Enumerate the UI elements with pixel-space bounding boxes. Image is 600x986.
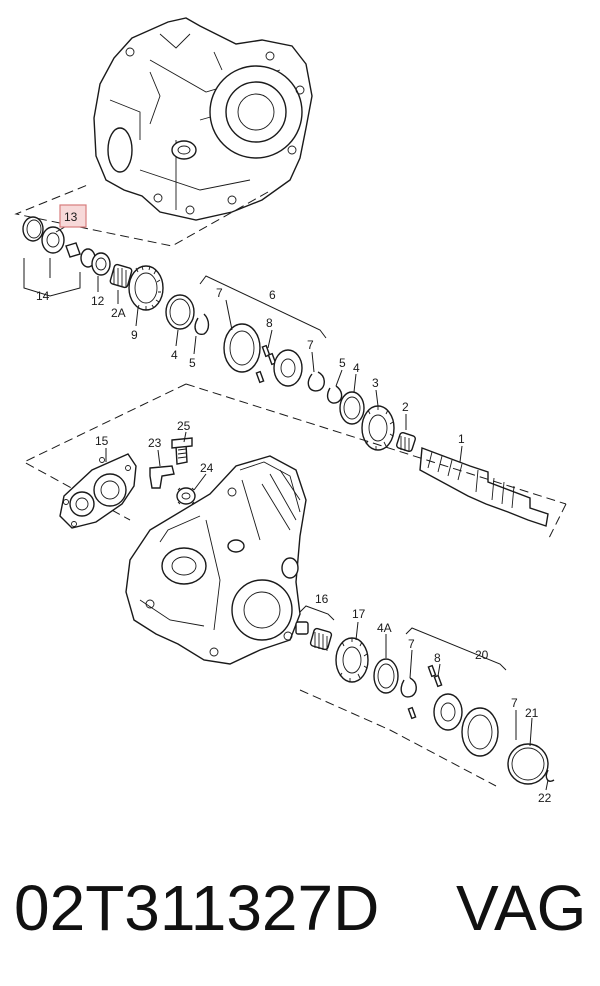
callout-4A: 4A <box>377 621 392 635</box>
leader-lines <box>49 223 549 791</box>
callout-13: 13 <box>64 210 78 224</box>
callout-7-mid: 7 <box>307 338 314 352</box>
callout-8-upper: 8 <box>266 316 273 330</box>
callout-8-lower: 8 <box>434 651 441 665</box>
callout-6: 6 <box>269 288 276 302</box>
callout-20: 20 <box>475 648 489 662</box>
selector-parts <box>149 437 196 505</box>
callout-4-mid: 4 <box>353 361 360 375</box>
lower-shaft-assembly <box>295 621 555 785</box>
brand-name: VAG <box>456 872 587 944</box>
upper-gearbox-housing <box>93 17 313 221</box>
upper-shaft-assembly <box>22 216 549 527</box>
callout-21: 21 <box>525 706 539 720</box>
callout-15: 15 <box>95 434 109 448</box>
callout-5-upper: 5 <box>189 356 196 370</box>
dashed-boundary-lower <box>547 503 567 541</box>
dashed-boundary-bottom <box>299 689 497 787</box>
callout-7-lower: 7 <box>408 637 415 651</box>
callout-9: 9 <box>131 328 138 342</box>
part-number: 02T311327D <box>14 872 380 944</box>
callout-3: 3 <box>372 376 379 390</box>
exploded-parts-diagram: 13 14 12 2A 9 4 5 7 6 8 7 5 4 3 2 1 15 2… <box>14 17 567 805</box>
bracket-16 <box>299 605 335 621</box>
callout-1: 1 <box>458 432 465 446</box>
callout-2: 2 <box>402 400 409 414</box>
bracket-20 <box>405 627 507 671</box>
callout-labels: 13 14 12 2A 9 4 5 7 6 8 7 5 4 3 2 1 15 2… <box>36 210 552 805</box>
lower-gearbox-housing <box>125 455 307 665</box>
callout-2A: 2A <box>111 306 126 320</box>
callout-16: 16 <box>315 592 329 606</box>
dashed-boundary-upper <box>14 183 269 247</box>
callout-23: 23 <box>148 436 162 450</box>
callout-17: 17 <box>352 607 366 621</box>
callout-4-upper: 4 <box>171 348 178 362</box>
callout-22: 22 <box>538 791 552 805</box>
highlight-box-13 <box>59 204 87 228</box>
callout-7-bottom: 7 <box>511 696 518 710</box>
bracket-14 <box>23 258 81 297</box>
callout-5-mid: 5 <box>339 356 346 370</box>
cover-plate-15 <box>59 453 137 529</box>
callout-7-upper: 7 <box>216 286 223 300</box>
footer: 02T311327D VAG <box>0 868 600 958</box>
callout-24: 24 <box>200 461 214 475</box>
bracket-6 <box>199 275 327 339</box>
callout-12: 12 <box>91 294 105 308</box>
callout-25: 25 <box>177 419 191 433</box>
callout-14: 14 <box>36 289 50 303</box>
